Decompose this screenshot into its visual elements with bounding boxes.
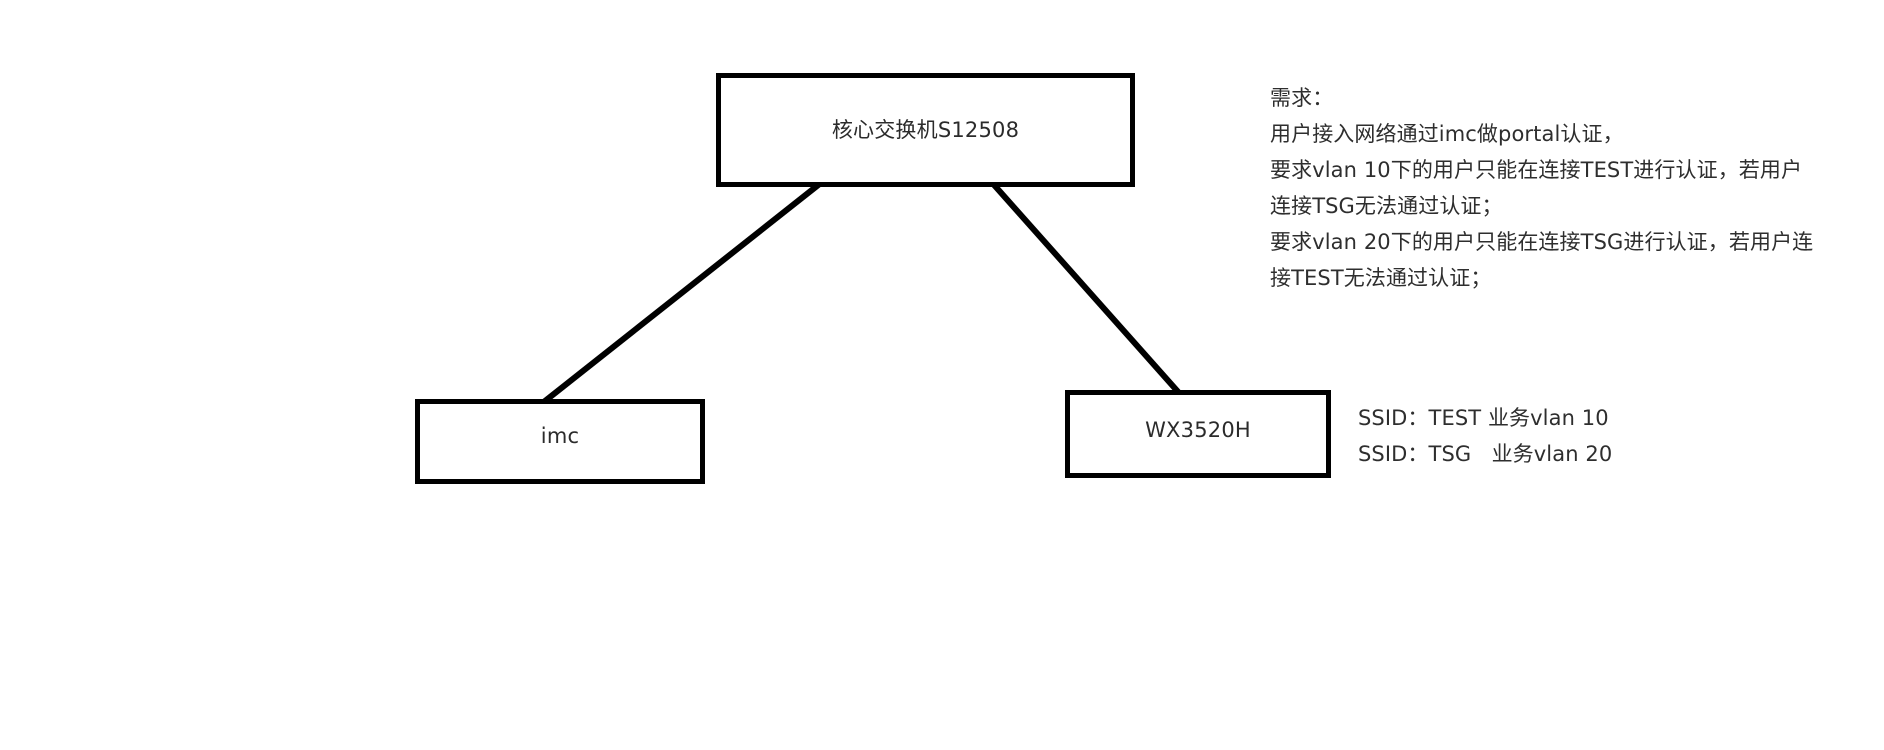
requirements-line-3: 连接TSG无法通过认证； <box>1270 194 1503 218</box>
requirements-line-1: 用户接入网络通过imc做portal认证， <box>1270 122 1624 146</box>
node-wireless-controller-label: WX3520H <box>1145 418 1251 443</box>
node-imc-label: imc <box>540 423 580 448</box>
node-core-switch-label: 核心交换机S12508 <box>831 118 1020 143</box>
ssid-line-tsg: SSID：TSG 业务vlan 20 <box>1358 442 1613 466</box>
node-wireless-controller[interactable]: WX3520H <box>1065 390 1331 478</box>
link-core-to-wx <box>990 181 1185 399</box>
requirements-line-5: 接TEST无法通过认证； <box>1270 266 1492 290</box>
requirements-line-4: 要求vlan 20下的用户只能在连接TSG进行认证，若用户连 <box>1270 230 1814 254</box>
ssid-line-test: SSID：TEST 业务vlan 10 <box>1358 406 1609 430</box>
link-core-to-imc <box>540 181 822 406</box>
node-core-switch[interactable]: 核心交换机S12508 <box>716 73 1135 187</box>
ssid-annotation: SSID：TEST 业务vlan 10 SSID：TSG 业务vlan 20 <box>1358 400 1778 472</box>
requirements-line-2: 要求vlan 10下的用户只能在连接TEST进行认证，若用户 <box>1270 158 1803 182</box>
requirements-annotation: 需求： 用户接入网络通过imc做portal认证， 要求vlan 10下的用户只… <box>1270 80 1830 296</box>
node-imc[interactable]: imc <box>415 399 705 484</box>
requirements-heading: 需求： <box>1270 86 1334 110</box>
